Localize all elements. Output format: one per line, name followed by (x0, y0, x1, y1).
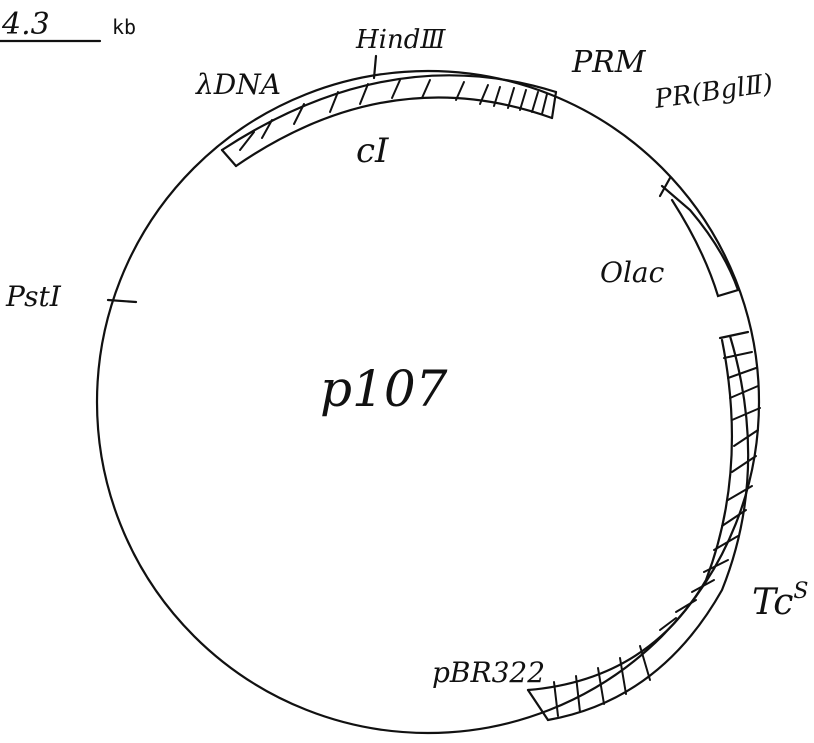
olac-segment-outline (660, 184, 740, 298)
olac-segment (658, 176, 740, 298)
tcs-segment-inner-arc (526, 338, 734, 692)
tcs-segment-hatching (553, 351, 761, 717)
label-pr-bglii: PR(BglⅡ) (652, 69, 775, 115)
olac-start-tick (658, 176, 672, 198)
ci-segment-hatching (239, 79, 548, 151)
plasmid-backbone-circle (95, 69, 761, 735)
label-lambda-dna: λDNA (195, 68, 281, 101)
tcs-segment-outer-arc (546, 334, 750, 722)
scale-label: 4.3 kb (0, 7, 136, 43)
tcs-start-tick (718, 330, 750, 340)
label-hindiii: HindⅢ (355, 25, 446, 55)
label-psti: PstI (5, 280, 62, 313)
scale-value: 4.3 (1, 7, 50, 42)
label-ci: cI (356, 131, 389, 171)
scale-unit: kb (112, 15, 136, 39)
ci-segment (220, 74, 558, 168)
label-olac: Olac (600, 256, 665, 289)
ci-segment-inner-arc (234, 96, 554, 168)
hindiii-site-tick (372, 54, 378, 80)
label-plasmid-name: p107 (320, 360, 448, 418)
label-pbr322: pBR322 (432, 656, 545, 689)
ci-segment-left-end (220, 148, 238, 168)
ci-segment-outer-arc (220, 74, 558, 152)
tcs-segment (526, 330, 761, 722)
label-tcs: TcS (752, 579, 808, 623)
tcs-segment-end (526, 688, 550, 722)
psti-site-tick (106, 298, 138, 304)
label-prm: PRM (571, 45, 647, 80)
ci-segment-right-end (550, 90, 558, 120)
